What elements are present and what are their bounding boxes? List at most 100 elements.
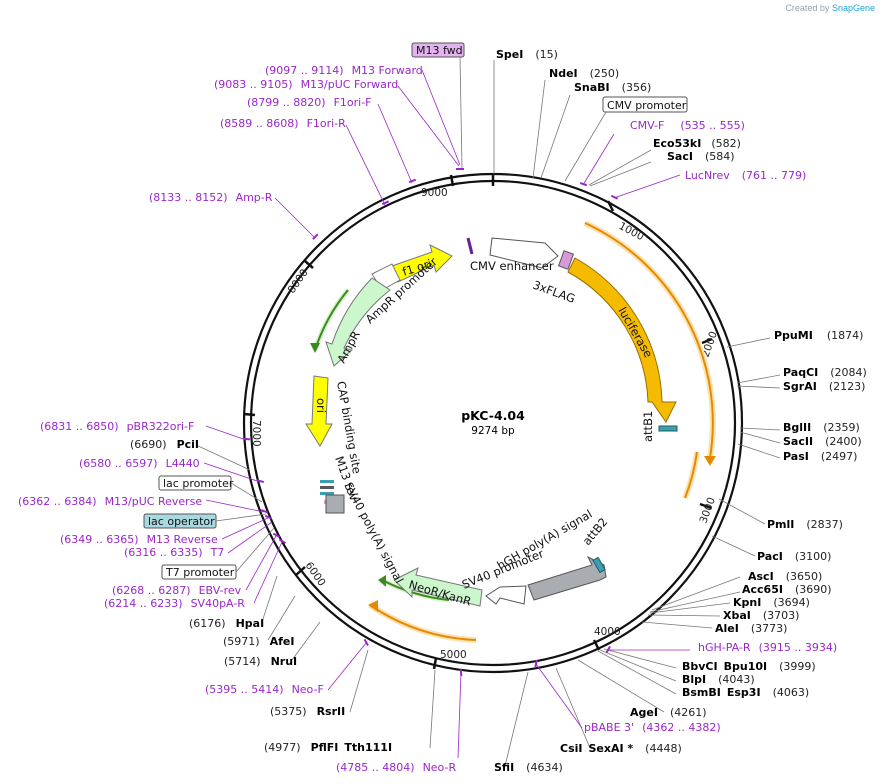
svg-text:BglII(2359): BglII(2359): [783, 421, 860, 434]
cap-binding-site[interactable]: [320, 480, 334, 483]
svg-text:SfiI(4634): SfiI(4634): [494, 761, 563, 774]
orf-arrowhead-icon: [368, 600, 378, 612]
tick-1000: [606, 200, 615, 212]
site-blpi-name: BlpI: [682, 673, 706, 686]
primer-sv40pa-r-name: SV40pA-R: [191, 597, 246, 610]
plasmid-length: 9274 bp: [471, 425, 515, 437]
site-afei-pos: (5971): [223, 635, 260, 648]
svg-text:(8133 .. 8152)Amp-R: (8133 .. 8152)Amp-R: [149, 191, 273, 204]
site-xbai-pos: (3703): [763, 609, 800, 622]
site-sexai-name: SexAI *: [588, 742, 633, 755]
svg-text:SgrAI(2123): SgrAI (2123): [783, 380, 865, 393]
cmv-enhancer-arrow[interactable]: [489, 237, 559, 269]
site-xbai-name: XbaI: [723, 609, 751, 622]
site-kpni-pos: (3694): [773, 596, 810, 609]
attb1-label: attB1: [641, 411, 655, 442]
cmv-promoter-label: CMV promoter: [607, 99, 687, 112]
site-sgrai-pos: (2123): [829, 380, 866, 393]
svg-text:pBABE 3'(4362 .. 4382): pBABE 3'(4362 .. 4382): [584, 721, 721, 734]
sv40-pa-feature[interactable]: [325, 494, 345, 514]
svg-text:SacI(584): SacI(584): [667, 150, 735, 163]
primer-f1ori-r-name: F1ori-R: [307, 117, 347, 130]
svg-text:(8799 .. 8820)F1ori-F: (8799 .. 8820)F1ori-F: [247, 96, 372, 109]
site-saci-name: SacI: [667, 150, 693, 163]
svg-text:(5395 .. 5414)Neo-F: (5395 .. 5414)Neo-F: [205, 683, 324, 696]
site-paci-pos: (3100): [795, 550, 832, 563]
svg-text:PaqCI(2084): PaqCI(2084): [783, 366, 867, 379]
site-snabi-pos: (356): [622, 81, 652, 94]
primer-pbr322ori-f-range: (6831 .. 6850): [40, 420, 119, 433]
site-bpu10i-name: Bpu10I: [724, 660, 768, 673]
svg-text:(4785 .. 4804)Neo-R: (4785 .. 4804)Neo-R: [336, 761, 456, 774]
site-spei-name: SpeI: [496, 48, 523, 61]
site-hpai-pos: (6176): [189, 617, 226, 630]
site-agei-name: AgeI: [630, 706, 658, 719]
tick-label-5000: 5000: [440, 649, 467, 661]
site-asci-name: AscI: [748, 570, 774, 583]
primer-m13puc-forward-name: M13/pUC Forward: [301, 78, 399, 91]
site-sfii-pos: (4634): [526, 761, 563, 774]
site-pmli-name: PmlI: [767, 518, 794, 531]
primer-lucnrev-range: (761 .. 779): [742, 169, 807, 182]
m13-fwd-box[interactable]: [411, 42, 465, 58]
credit-created-by: Created by: [785, 3, 830, 13]
primer-f1ori-f-range: (8799 .. 8820): [247, 96, 326, 109]
site-pflfi-pos: (4977): [264, 741, 301, 754]
3xflag-feature[interactable]: [557, 250, 575, 270]
neo-orf-halo: [368, 602, 477, 643]
site-bsmbi-pos: (4063): [773, 686, 810, 699]
site-kpni-name: KpnI: [733, 596, 761, 609]
svg-text:(6362 .. 6384)M13/pUC Reverse: (6362 .. 6384)M13/pUC Reverse: [18, 495, 202, 508]
luciferase-orf-arc: [584, 222, 714, 459]
f1-ori-arrow[interactable]: [391, 244, 453, 283]
ampr-arrow[interactable]: [325, 277, 391, 367]
site-rsrii-pos: (5375): [270, 705, 307, 718]
svg-text:(6349 .. 6365)M13 Reverse: (6349 .. 6365)M13 Reverse: [60, 533, 218, 546]
primer-lucnrev-name: LucNrev: [685, 169, 730, 182]
hgh-pa-arrow[interactable]: [527, 555, 607, 601]
attb2-feature[interactable]: [592, 556, 606, 574]
site-ppumi-name: PpuMI: [774, 329, 813, 342]
lac-operator-label: lac operator: [148, 515, 215, 528]
site-afei-name: AfeI: [270, 635, 295, 648]
primer-pbabe3-name: pBABE 3': [584, 721, 634, 734]
site-bglii-name: BglII: [783, 421, 811, 434]
primer-neo-r-range: (4785 .. 4804): [336, 761, 415, 774]
orf-arrowhead-icon: [704, 456, 716, 466]
sv40-promoter-arrow[interactable]: [485, 585, 527, 605]
ori-label: ori: [314, 398, 328, 413]
luciferase-arrow[interactable]: [567, 257, 677, 423]
tick-marks: [243, 174, 713, 670]
site-pflfi-name: PflFI: [311, 741, 339, 754]
site-asci-pos: (3650): [786, 570, 823, 583]
neor-kanr-arrow[interactable]: [393, 567, 483, 607]
lac-operator-feature[interactable]: [320, 492, 334, 495]
primer-neo-f-range: (5395 .. 5414): [205, 683, 284, 696]
svg-text:SacII(2400): SacII (2400): [783, 435, 862, 448]
sv40-pa-label: SV40 poly(A) signal: [341, 480, 406, 586]
site-sgrai-name: SgrAI: [783, 380, 817, 393]
site-acc65i-name: Acc65I: [742, 583, 783, 596]
attb1-feature[interactable]: [658, 425, 678, 432]
site-rsrii-name: RsrII: [317, 705, 346, 718]
orf-arrowhead-icon: [378, 575, 386, 587]
site-blpi-pos: (4043): [718, 673, 755, 686]
ori-arrow[interactable]: [305, 375, 333, 447]
t7-promoter-leader: [235, 527, 275, 573]
svg-text:(6690)PciI: (6690)PciI: [130, 438, 199, 451]
site-sacii-pos: (2400): [825, 435, 862, 448]
primer-cmv-f-range: (535 .. 555): [680, 119, 745, 132]
tick-5000: [432, 657, 438, 670]
site-bbvci-name: BbvCI: [682, 660, 718, 673]
site-pasi-name: PasI: [783, 450, 809, 463]
site-spei-pos: (15): [535, 48, 558, 61]
cmv-promoter-box[interactable]: [602, 96, 688, 113]
site-ndei-name: NdeI: [549, 67, 578, 80]
site-bsmbi-name: BsmBI: [682, 686, 721, 699]
neor-orf-arc: [381, 579, 450, 601]
lac-promoter-feature[interactable]: [320, 486, 334, 489]
site-sacii-name: SacII: [783, 435, 813, 448]
site-alei-pos: (3773): [751, 622, 788, 635]
